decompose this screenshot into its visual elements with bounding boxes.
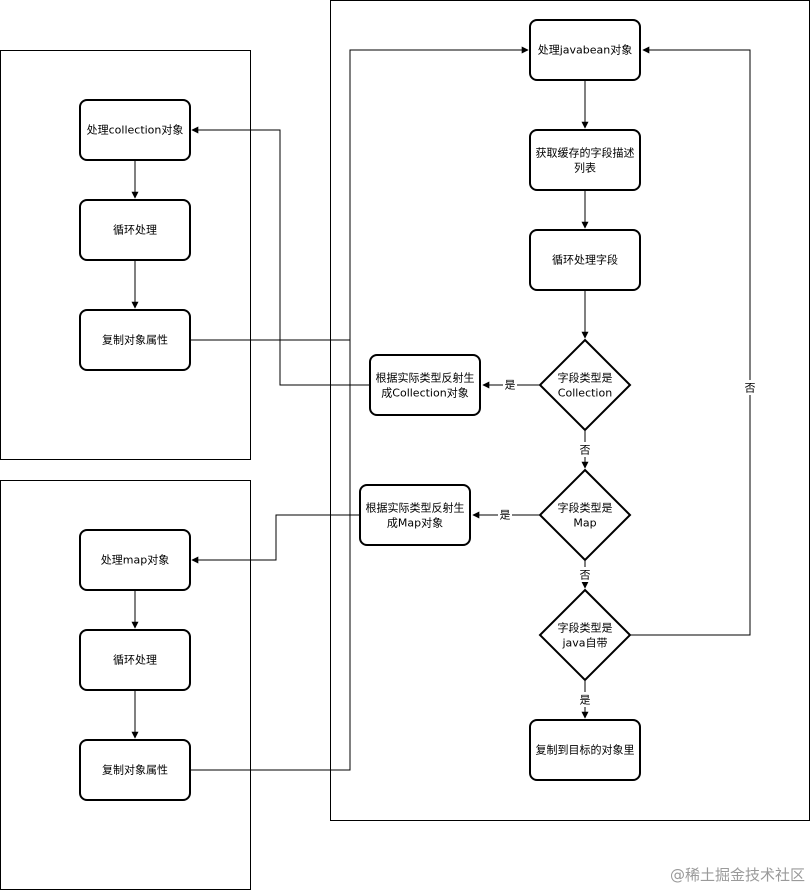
is-map-label-line1: 字段类型是 [558,501,613,515]
get-field-list-label-line1: 获取缓存的字段描述 [536,146,635,160]
java-no-label-bg [743,380,757,395]
is-java-builtin-decision [538,588,632,682]
loop-map-node [79,629,191,691]
copy-attr-map-label: 复制对象属性 [102,763,168,777]
edge-is-java-no-loopback [630,46,751,636]
is-collection-decision [538,338,632,432]
is-java-builtin-label-line2: java自带 [561,637,607,650]
map-yes-label: 是 [500,509,511,522]
map-yes-label-bg [498,507,512,522]
reflect-map-label-line2: 成Map对象 [387,516,443,530]
process-map-label: 处理map对象 [101,553,169,567]
process-map-node [79,529,191,591]
collection-yes-label: 是 [505,379,516,392]
loop-collection-label: 循环处理 [113,224,157,237]
process-collection-node [79,99,191,161]
java-no-label: 否 [745,382,756,395]
reflect-collection-label-line1: 根据实际类型反射生 [376,371,475,385]
copy-to-target-label: 复制到目标的对象里 [536,743,635,757]
process-javabean-label: 处理javabean对象 [538,43,633,57]
loop-collection-node [79,199,191,261]
process-javabean-node [529,19,641,81]
copy-to-target-node [529,719,641,781]
collection-no-label-bg [578,442,592,457]
map-no-label-bg [578,567,592,582]
copy-attr-collection-node [79,309,191,371]
is-java-builtin-label-line1: 字段类型是 [558,621,613,635]
is-collection-label-line1: 字段类型是 [558,371,613,385]
copy-attr-collection-label: 复制对象属性 [102,333,168,347]
loop-fields-label: 循环处理字段 [552,253,618,267]
loop-map-label: 循环处理 [113,654,157,667]
edge-reflect-map-to-process-map [191,514,360,564]
reflect-collection-label-line2: 成Collection对象 [381,386,468,400]
copy-attr-map-node [79,739,191,801]
edge-copy-map-to-javabean [190,50,351,771]
java-yes-label-bg [578,692,592,707]
is-map-label-line2: Map [573,517,596,530]
reflect-collection-node [369,354,481,416]
collection-no-label: 否 [580,444,591,457]
watermark: @稀土掘金技术社区 [670,866,805,884]
map-no-label: 否 [580,569,591,582]
loop-fields-node [529,229,641,291]
java-yes-label: 是 [580,694,591,707]
get-field-list-label-line2: 列表 [574,161,596,175]
get-field-list-node [529,129,641,191]
process-collection-label: 处理collection对象 [87,123,184,137]
reflect-map-node [359,484,471,546]
collection-yes-label-bg [503,377,517,392]
edge-reflect-collection-to-process-collection [191,126,370,386]
is-map-decision [538,468,632,562]
is-collection-label-line2: Collection [558,387,612,400]
reflect-map-label-line1: 根据实际类型反射生 [366,501,465,515]
